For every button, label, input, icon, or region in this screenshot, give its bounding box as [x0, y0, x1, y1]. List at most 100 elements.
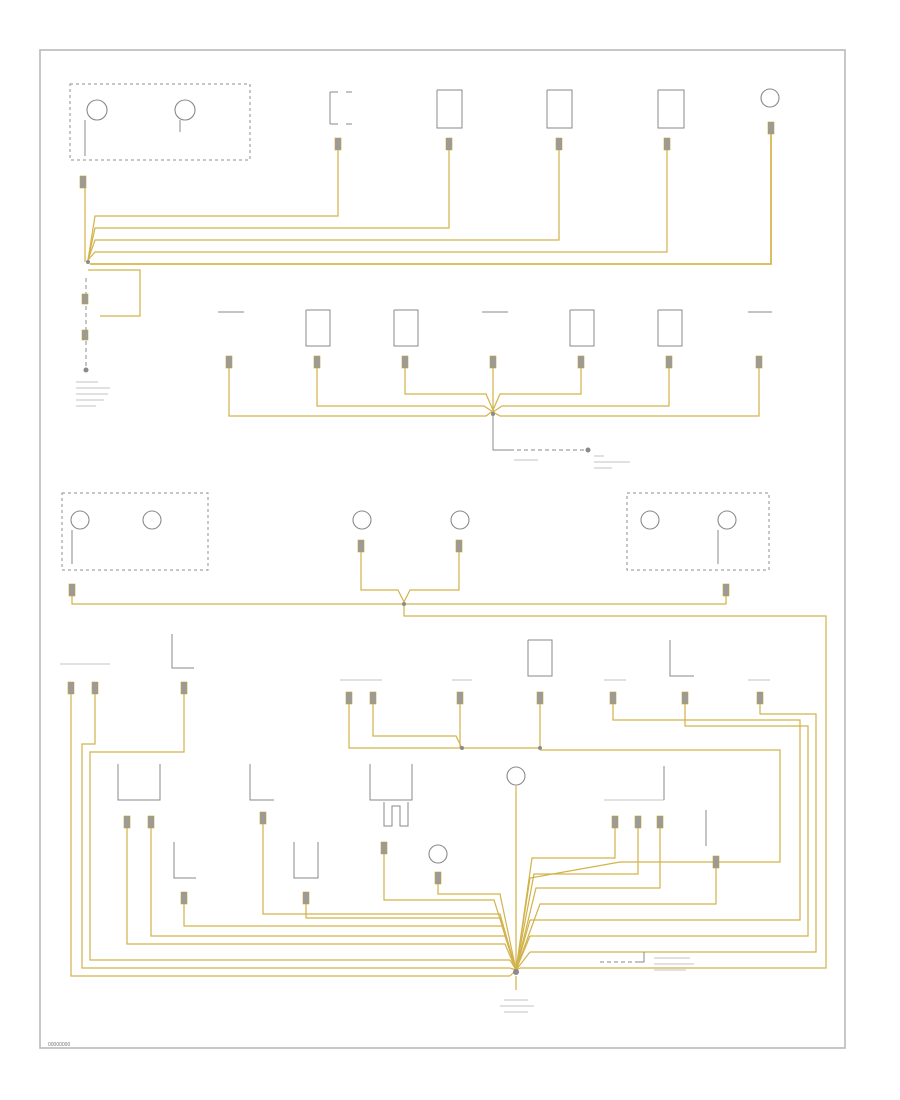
- switch-symbol-icon: [293, 842, 319, 879]
- connector-icon: [123, 815, 131, 829]
- connector-icon: [634, 815, 642, 829]
- switch-symbol-icon: [657, 309, 683, 347]
- ground-point-icon: [585, 447, 591, 453]
- ground-wire: [515, 861, 621, 971]
- ground-wire: [150, 828, 517, 971]
- ground-wire: [515, 919, 531, 971]
- connector-icon: [611, 815, 619, 829]
- diagram-frame: [39, 49, 846, 1049]
- bulb-icon: [506, 766, 526, 786]
- connector-icon: [609, 691, 617, 705]
- ground-wire: [126, 828, 517, 971]
- bulb-icon: [86, 99, 108, 121]
- lower-switch-row: [60, 634, 817, 977]
- splice-point: [86, 260, 90, 264]
- ground-wire: [404, 596, 727, 605]
- connector-icon: [456, 691, 464, 705]
- connector-icon: [68, 583, 76, 597]
- switch-symbol-icon: [669, 640, 694, 677]
- ground-wire: [492, 368, 670, 413]
- bulb-icon: [70, 510, 90, 530]
- ground-wire: [515, 935, 531, 971]
- ground-wire: [540, 749, 781, 863]
- connector-icon: [259, 811, 267, 825]
- ground-wire: [70, 694, 510, 977]
- connector-icon: [81, 329, 89, 341]
- main-ground-splice: [513, 969, 519, 975]
- ground-wire: [262, 824, 517, 971]
- connector-icon: [445, 137, 453, 151]
- ground-wire: [372, 704, 463, 749]
- ground-wire: [530, 704, 809, 937]
- top-lamp-group: [69, 83, 780, 407]
- relay-coil-icon: [383, 802, 409, 827]
- connector-icon: [756, 691, 764, 705]
- connector-icon: [712, 855, 720, 869]
- splice-point: [402, 602, 406, 606]
- right-dashed-assembly: [626, 492, 770, 571]
- ground-wire: [89, 694, 510, 961]
- bulb-icon: [640, 510, 660, 530]
- connector-icon: [302, 891, 310, 905]
- connector-icon: [79, 175, 87, 189]
- ground-wire: [81, 694, 510, 969]
- connector-icon: [555, 137, 563, 151]
- top-left-dashed-assembly: [69, 83, 251, 161]
- connector-icon: [767, 121, 775, 135]
- footer-code: 00000000: [48, 1042, 70, 1048]
- switch-symbol-icon: [369, 764, 413, 801]
- connector-icon: [665, 355, 673, 369]
- ground-wire: [403, 606, 827, 969]
- ground-wire: [316, 368, 494, 413]
- ground-wire: [87, 150, 560, 261]
- ground-wire: [71, 596, 404, 605]
- connector-icon: [401, 355, 409, 369]
- switch-symbol-icon: [393, 309, 419, 347]
- bulb-icon: [428, 844, 448, 864]
- ground-wire: [403, 552, 460, 603]
- connector-icon: [313, 355, 321, 369]
- ground-wire: [515, 828, 661, 971]
- splice-point: [538, 746, 542, 750]
- switch-symbol-icon: [173, 842, 196, 879]
- ground-wire: [515, 868, 717, 971]
- switch-symbol-icon: [171, 634, 194, 669]
- connector-icon: [656, 815, 664, 829]
- ground-wire: [530, 704, 801, 921]
- ground-wire: [515, 951, 531, 971]
- ground-wire: [492, 368, 582, 411]
- ground-lead: [492, 416, 510, 451]
- connector-icon: [536, 691, 544, 705]
- bulb-icon: [142, 510, 162, 530]
- switch-symbol-icon: [569, 309, 595, 347]
- ground-wire: [87, 150, 339, 261]
- connector-icon: [180, 681, 188, 695]
- connector-icon: [489, 355, 497, 369]
- rear-lamp-group: [61, 492, 827, 969]
- ground-wire: [360, 552, 405, 603]
- switch-symbol-icon: [657, 89, 685, 129]
- switch-symbol-icon: [436, 89, 463, 129]
- bulb-icon: [760, 88, 780, 108]
- connector-icon: [681, 691, 689, 705]
- ground-wire: [87, 150, 450, 261]
- switch-symbol-icon: [546, 89, 573, 129]
- connector-icon: [225, 355, 233, 369]
- bulb-icon: [352, 510, 372, 530]
- ground-wire: [530, 704, 817, 953]
- bulb-icon: [450, 510, 470, 530]
- switch-symbol-icon: [329, 91, 352, 125]
- bulb-icon: [174, 99, 196, 121]
- connector-icon: [91, 681, 99, 695]
- connector-icon: [434, 871, 442, 885]
- ground-wire: [87, 150, 668, 261]
- ground-wire: [348, 704, 540, 749]
- splice-point: [491, 412, 495, 416]
- connector-icon: [369, 691, 377, 705]
- middle-switch-group: [218, 309, 772, 469]
- ground-lead: [636, 952, 645, 963]
- ground-wire: [515, 828, 616, 971]
- ground-point-icon: [83, 367, 89, 373]
- connector-icon: [345, 691, 353, 705]
